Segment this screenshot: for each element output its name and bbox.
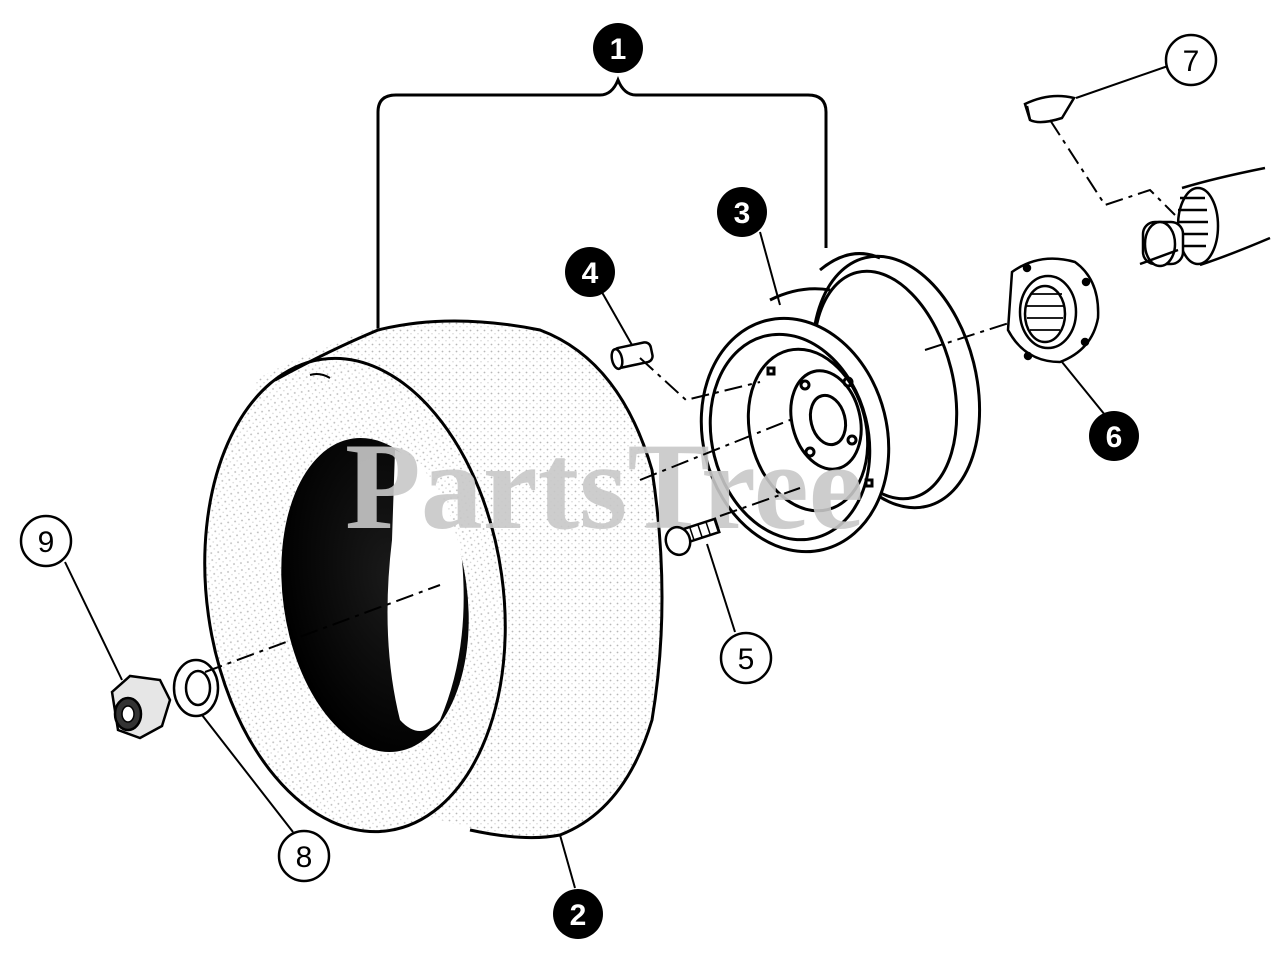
wheel-hub [1006,257,1100,364]
lug-bolt [664,517,721,557]
callout-9: 9 [19,514,73,568]
svg-text:1: 1 [610,33,627,66]
callout-6: 6 [1089,411,1139,461]
callout-3: 3 [717,187,767,237]
woodruff-key [1023,94,1076,124]
callout-8: 8 [277,829,331,883]
wheel-rim [699,252,982,554]
tire [203,319,664,840]
explode-lines [204,119,1176,673]
svg-text:2: 2 [570,899,587,932]
svg-text:6: 6 [1106,421,1123,454]
callout-4: 4 [565,247,615,297]
axle-shaft [1139,166,1271,268]
lug-nut [110,674,172,740]
svg-text:8: 8 [296,841,313,874]
washer [172,658,220,718]
svg-text:9: 9 [38,526,55,559]
svg-text:5: 5 [738,643,755,676]
watermark: PartsTree [345,418,864,555]
svg-text:7: 7 [1183,45,1200,78]
callout-1: 1 [593,23,643,73]
svg-text:4: 4 [582,257,599,290]
callout-2: 2 [553,889,603,939]
assembly-bracket [376,75,828,330]
callout-5: 5 [719,631,773,685]
svg-text:3: 3 [734,197,751,230]
callout-7: 7 [1164,33,1218,87]
leader-lines [64,65,1169,889]
